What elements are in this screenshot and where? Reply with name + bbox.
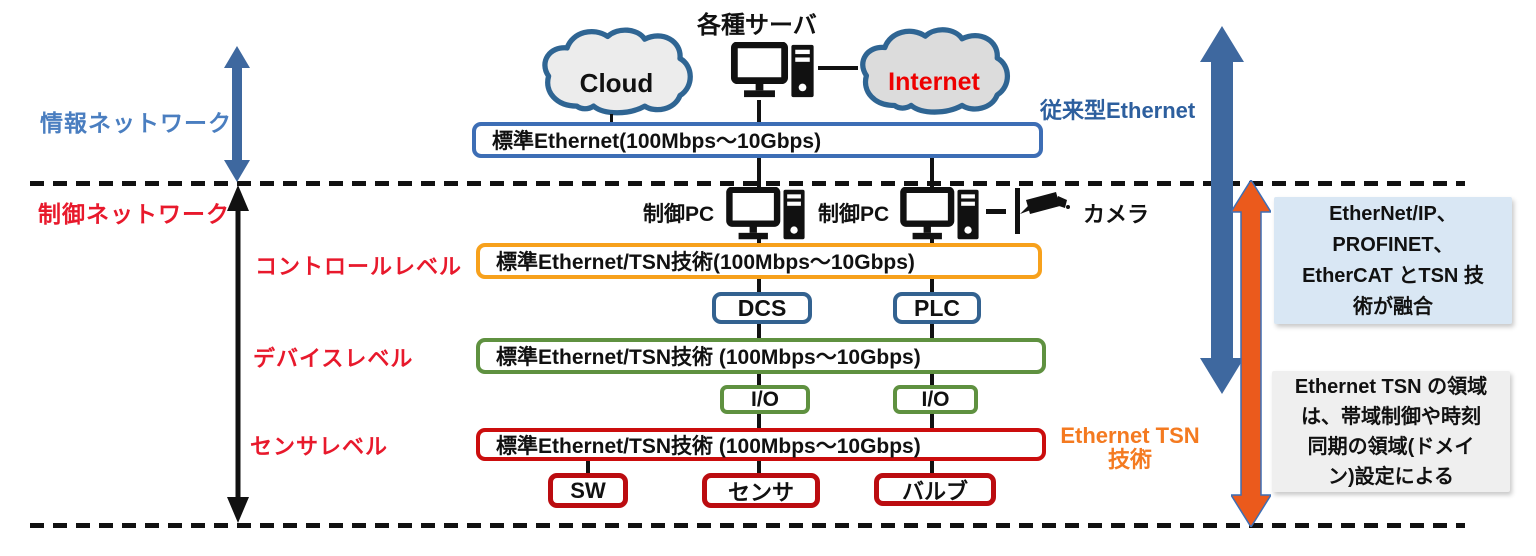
pc2-camera-connector [986, 209, 1006, 214]
control-pc2-icon [900, 187, 979, 240]
bar-dcs-connector [757, 279, 761, 292]
pc1-bar-connector [757, 238, 761, 246]
camera-icon [1015, 188, 1070, 234]
dcs-node: DCS [712, 292, 812, 324]
lower-dashed-divider [30, 523, 1465, 528]
devicebar-io2-connector [930, 374, 934, 385]
control-network-label: 制御ネットワーク [38, 201, 230, 227]
control-level-tsn-bar: 標準Ethernet/TSN技術(100Mbps〜10Gbps) [476, 243, 1042, 279]
valve-node: バルブ [874, 473, 996, 506]
internet-label: Internet [888, 68, 980, 96]
tsn-tech-label: Ethernet TSN 技術 [1060, 423, 1200, 472]
device-level-label: デバイスレベル [253, 346, 414, 371]
server-bar-connector [757, 100, 761, 123]
devicebar-io1-connector [757, 374, 761, 385]
bar-pc1-connector [757, 158, 761, 192]
info-network-label: 情報ネットワーク [40, 110, 232, 136]
bar-plc-connector [930, 279, 934, 292]
pc2-bar-connector [930, 238, 934, 246]
bar-pc2-connector [930, 158, 934, 192]
standard-ethernet-bar: 標準Ethernet(100Mbps〜10Gbps) [472, 122, 1043, 158]
control-network-span-arrow-icon [227, 185, 249, 523]
io2-sensorbar-connector [930, 414, 934, 428]
sw-node: SW [548, 473, 628, 508]
plc-node: PLC [893, 292, 981, 324]
camera-label: カメラ [1083, 202, 1150, 227]
cloud-icon [542, 27, 693, 116]
sensor-level-label: センサレベル [250, 434, 389, 459]
control-level-label: コントロールレベル [255, 254, 463, 279]
bar-sensor-connector [757, 461, 761, 473]
server-pc-icon [730, 42, 814, 98]
device-level-tsn-bar: 標準Ethernet/TSN技術 (100Mbps〜10Gbps) [476, 338, 1046, 374]
server-internet-connector [818, 66, 858, 70]
tsn-domain-note-panel: Ethernet TSN の領域 は、帯域制御や時刻 同期の領域(ドメイ ン)設… [1272, 371, 1510, 492]
control-pc1-icon [726, 187, 805, 240]
dcs-devicebar-connector [757, 324, 761, 338]
fusion-note-panel: EtherNet/IP、 PROFINET、 EtherCAT とTSN 技 術… [1274, 197, 1512, 324]
legacy-ethernet-label: 従来型Ethernet [1040, 98, 1196, 123]
sensor-node: センサ [702, 473, 820, 508]
io1-sensorbar-connector [757, 414, 761, 428]
internet-cloud-icon [860, 27, 1011, 115]
plc-devicebar-connector [930, 324, 934, 338]
control-pc1-label: 制御PC [643, 203, 715, 226]
io1-node: I/O [720, 385, 810, 414]
sensor-level-tsn-bar: 標準Ethernet/TSN技術 (100Mbps〜10Gbps) [476, 428, 1046, 461]
control-pc2-label: 制御PC [818, 203, 890, 226]
legacy-ethernet-span-arrow-icon [1200, 26, 1244, 394]
servers-title: 各種サーバ [697, 12, 817, 39]
upper-dashed-divider [30, 181, 1465, 186]
tsn-span-arrow-icon [1231, 180, 1271, 527]
info-network-span-arrow-icon [224, 46, 250, 182]
bar-sw-connector [586, 461, 590, 473]
bar-valve-connector [930, 461, 934, 473]
cloud-bar-connector [610, 114, 613, 123]
cloud-label: Cloud [579, 68, 654, 98]
io2-node: I/O [893, 385, 978, 414]
